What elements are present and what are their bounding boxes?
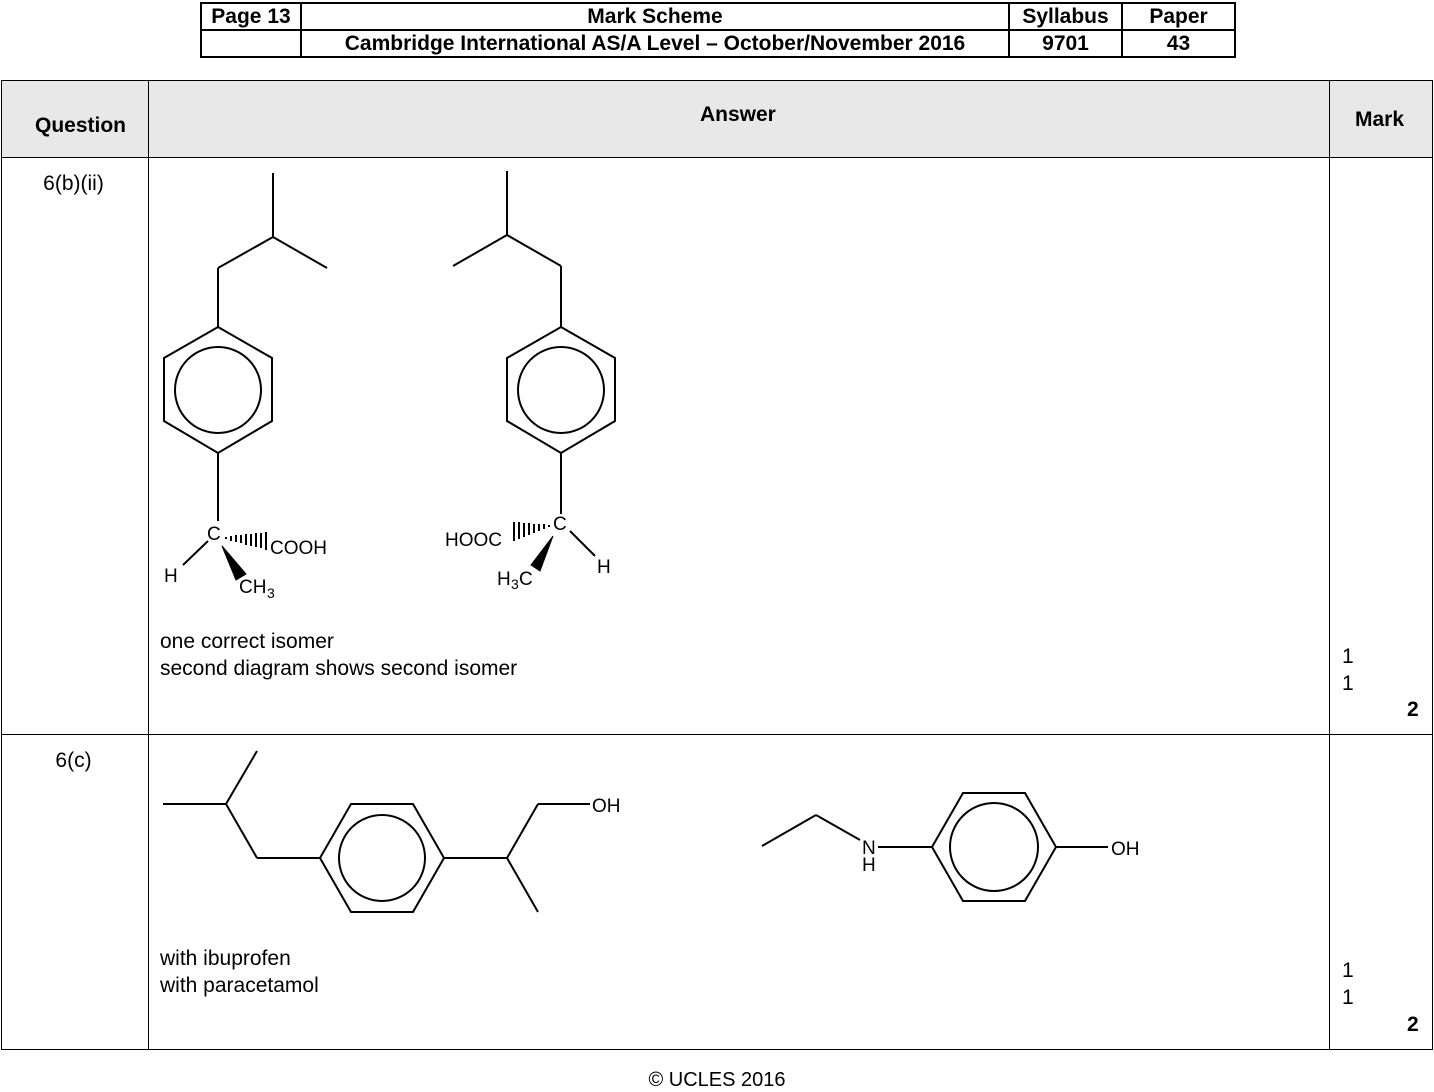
answer-line: with paracetamol <box>160 974 319 997</box>
carbon-label: C <box>207 524 221 545</box>
amine-hydrogen-label: H <box>862 855 876 876</box>
mark-value: 1 <box>1342 986 1354 1009</box>
hydrogen-label: H <box>597 557 611 578</box>
hydroxyl-label: OH <box>592 796 621 817</box>
syllabus-code: 9701 <box>1008 29 1123 58</box>
isomer-diagram-1: C H COOH CH 3 <box>163 173 328 601</box>
question-number: 6(c) <box>55 749 92 772</box>
copyright-footer: © UCLES 2016 <box>648 1069 786 1091</box>
syllabus-label: Syllabus <box>1008 2 1123 31</box>
mark-value: 1 <box>1342 672 1354 695</box>
page-number: Page 13 <box>200 2 302 31</box>
methyl-subscript: 3 <box>267 585 275 601</box>
paper-label: Paper <box>1121 2 1236 31</box>
mark-value: 1 <box>1342 645 1354 668</box>
answer-line: second diagram shows second isomer <box>160 657 518 680</box>
divider-header <box>2 157 1432 158</box>
carboxyl-label: HOOC <box>445 530 502 551</box>
column-header-answer: Answer <box>700 103 776 126</box>
isomer-diagram-2: C H HOOC H 3 C <box>445 171 616 592</box>
wedge-bond <box>221 545 247 581</box>
hydrogen-label: H <box>164 566 178 587</box>
wedge-bond <box>530 535 554 572</box>
hashed-bond <box>225 532 267 550</box>
answer-line: one correct isomer <box>160 630 334 653</box>
carboxyl-label: COOH <box>270 538 327 559</box>
doc-type: Mark Scheme <box>300 2 1010 31</box>
divider-row <box>2 734 1432 735</box>
hashed-bond <box>513 522 550 541</box>
header-empty-cell <box>200 29 302 58</box>
column-header-question: Question <box>35 114 127 137</box>
methyl-subscript: 3 <box>511 576 519 592</box>
mark-total: 2 <box>1407 698 1419 721</box>
divider-mark <box>1329 81 1330 1049</box>
table-header-row <box>2 81 1432 157</box>
divider-question <box>148 81 149 1049</box>
methyl-label-h: H <box>497 569 511 590</box>
nitrogen-label: N <box>862 838 876 859</box>
answer-line: with ibuprofen <box>160 947 291 970</box>
ibuprofen-reduced-diagram: OH <box>163 750 621 913</box>
carbon-label: C <box>553 514 567 535</box>
hydroxyl-label: OH <box>1111 839 1140 860</box>
paracetamol-reduced-diagram: N H OH <box>761 792 1140 902</box>
mark-total: 2 <box>1407 1013 1419 1036</box>
header-table: Page 13 Mark Scheme Syllabus Paper Cambr… <box>200 2 1236 58</box>
doc-title: Cambridge International AS/A Level – Oct… <box>300 29 1010 58</box>
mark-scheme-table: Question Answer Mark <box>1 80 1433 1050</box>
question-number: 6(b)(ii) <box>43 172 104 195</box>
methyl-label-c: C <box>519 569 533 590</box>
paper-number: 43 <box>1121 29 1236 58</box>
mark-value: 1 <box>1342 959 1354 982</box>
column-header-mark: Mark <box>1355 108 1405 131</box>
methyl-label: CH <box>239 577 266 598</box>
